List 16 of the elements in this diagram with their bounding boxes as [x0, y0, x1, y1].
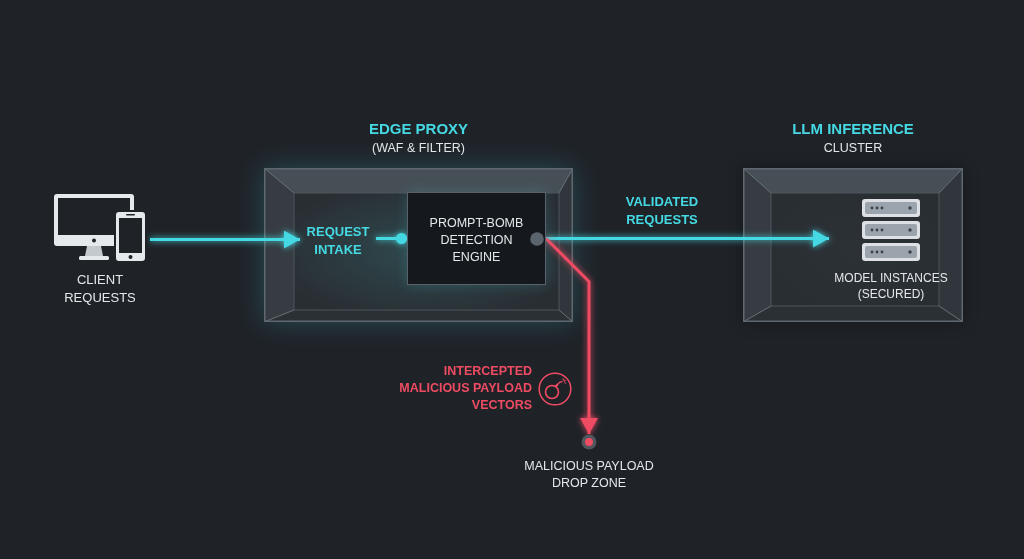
arrow: [544, 237, 598, 434]
arrow: [150, 230, 300, 249]
node-label: PROMPT-BOMB DETECTION ENGINE: [428, 214, 525, 266]
edge-label: INTERCEPTED MALICIOUS PAYLOAD VECTORS: [398, 363, 532, 414]
edge-label: VALIDATED REQUESTS: [624, 192, 700, 229]
process-box: [407, 192, 546, 285]
arrow: [546, 229, 829, 248]
panel-title: EDGE PROXY: [368, 119, 469, 139]
node-label: REQUEST INTAKE: [305, 223, 371, 259]
panel-subtitle: (WAF & FILTER): [371, 140, 466, 157]
node-label: MODEL INSTANCES (SECURED): [833, 270, 949, 302]
panel-subtitle: CLUSTER: [823, 140, 883, 157]
node-label: MALICIOUS PAYLOAD DROP ZONE: [523, 458, 655, 492]
connector-line: [376, 233, 407, 244]
node-label: CLIENT REQUESTS: [63, 271, 137, 307]
panel-title: LLM INFERENCE: [792, 119, 914, 139]
